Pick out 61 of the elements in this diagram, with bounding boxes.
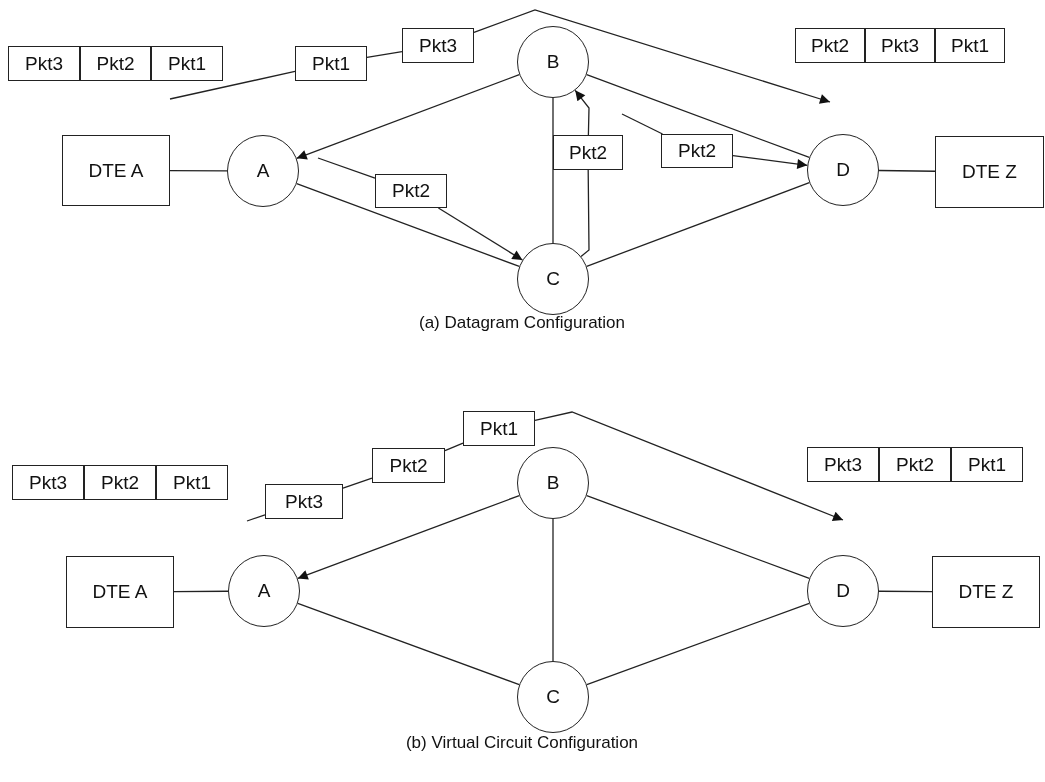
arrow — [297, 494, 520, 580]
packet-box: Pkt2 — [375, 174, 447, 208]
connection-line — [444, 442, 464, 452]
packet-box: Pkt2 — [372, 448, 445, 483]
node-circle: C — [517, 661, 589, 733]
connection-line — [342, 477, 373, 489]
connection-line — [878, 169, 936, 172]
caption: (b) Virtual Circuit Configuration — [405, 733, 639, 753]
connection-line — [552, 518, 554, 662]
packet-box: Pkt2 — [553, 135, 623, 170]
arrow — [534, 411, 844, 521]
packet-box: Pkt2 — [795, 28, 865, 63]
connection-line — [366, 50, 403, 59]
arrow — [296, 74, 520, 160]
connection-line — [169, 170, 228, 172]
packet-box: Pkt1 — [951, 447, 1023, 482]
connection-line — [878, 590, 933, 593]
terminal-box: DTE Z — [935, 136, 1044, 208]
connection-line — [586, 182, 810, 267]
packet-box: Pkt3 — [865, 28, 935, 63]
arrow — [473, 9, 831, 104]
arrow — [732, 155, 808, 169]
packet-box: Pkt3 — [265, 484, 343, 519]
caption: (a) Datagram Configuration — [419, 313, 625, 333]
packet-box: Pkt3 — [8, 46, 80, 81]
node-circle: A — [228, 555, 300, 627]
terminal-box: DTE Z — [932, 556, 1040, 628]
packet-box: Pkt1 — [156, 465, 228, 500]
connection-line — [173, 590, 229, 593]
node-circle: B — [517, 447, 589, 519]
packet-box: Pkt3 — [12, 465, 84, 500]
packet-box: Pkt2 — [80, 46, 151, 81]
packet-box: Pkt3 — [402, 28, 474, 63]
connection-line — [296, 182, 520, 268]
packet-box: Pkt2 — [879, 447, 951, 482]
connection-line — [621, 113, 664, 135]
connection-line — [169, 70, 296, 100]
connection-line — [580, 169, 590, 258]
packet-box: Pkt1 — [151, 46, 223, 81]
packet-box: Pkt1 — [935, 28, 1005, 63]
terminal-box: DTE A — [62, 135, 170, 206]
packet-box: Pkt1 — [295, 46, 367, 81]
packet-box: Pkt2 — [661, 134, 733, 168]
packet-box: Pkt3 — [807, 447, 879, 482]
node-circle: A — [227, 135, 299, 207]
node-circle: C — [517, 243, 589, 315]
arrow — [574, 89, 590, 136]
packet-box: Pkt2 — [84, 465, 156, 500]
node-circle: B — [517, 26, 589, 98]
connection-line — [317, 157, 376, 179]
connection-line — [246, 514, 266, 522]
arrow — [437, 207, 524, 261]
connection-line — [586, 602, 810, 686]
connection-line — [297, 602, 520, 686]
connection-line — [552, 97, 554, 244]
node-circle: D — [807, 134, 879, 206]
connection-line — [586, 494, 810, 580]
connection-line — [586, 73, 810, 159]
packet-box: Pkt1 — [463, 411, 535, 446]
node-circle: D — [807, 555, 879, 627]
terminal-box: DTE A — [66, 556, 174, 628]
